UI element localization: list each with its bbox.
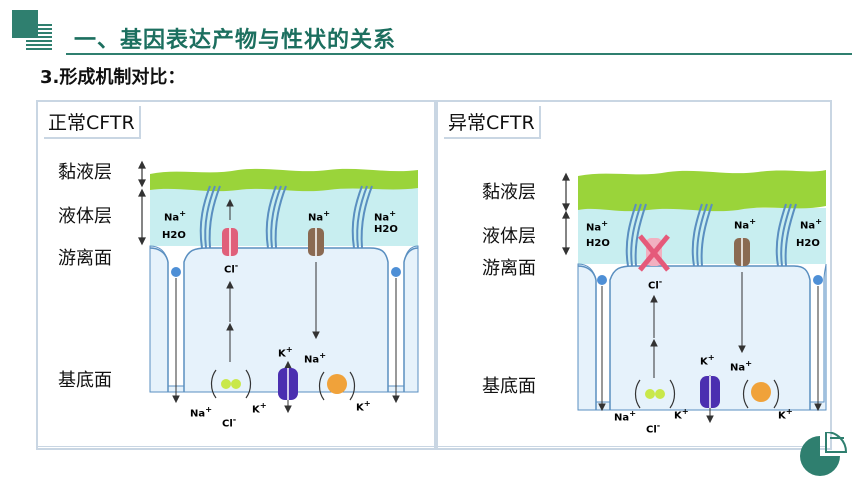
ion-na-mid2: Na+ [304,350,327,366]
layer-label-fluid: 液体层 [482,226,536,247]
ion-h2o-right: H2O [374,224,398,235]
ion-k-bottom1: K+ [252,400,267,416]
layer-label-apical: 游离面 [482,258,536,279]
layer-arrows [562,172,570,256]
ion-na-mid2: Na+ [730,358,753,374]
ion-na-mid: Na+ [308,208,331,224]
ion-na: Na+ [164,208,187,224]
ion-k-top: K+ [700,352,715,368]
header-decoration [12,10,52,52]
layer-label-apical: 游离面 [58,248,112,269]
layer-arrows [138,160,146,246]
ion-na-bottom: Na+ [190,404,213,420]
ion-h2o: H2O [162,230,186,241]
ion-na-mid: Na+ [734,216,757,232]
layer-label-basal: 基底面 [58,370,112,391]
ion-h2o-right: H2O [796,238,820,249]
diagram-normal [149,168,419,414]
layer-label-mucus: 黏液层 [58,162,112,183]
ion-k-bottom1: K+ [674,406,689,422]
layer-label-fluid: 液体层 [58,206,112,227]
layer-label-basal: 基底面 [482,376,536,397]
ion-na-right: Na+ [800,216,823,232]
ion-k-bottom2: K+ [356,398,371,414]
ion-cl: Cl- [648,276,663,292]
ion-k-bottom2: K+ [778,406,793,422]
ion-k-top: K+ [278,344,293,360]
bottom-divider [36,446,826,447]
diagram-abnormal [577,170,827,424]
section-subtitle: 3.形成机制对比： [40,67,186,88]
header-divider [66,53,852,55]
corner-decoration [800,432,848,476]
ion-cl-bottom: Cl- [646,420,661,436]
header: 一、基因表达产物与性状的关系 [0,0,860,64]
panel-title: 异常CFTR [444,106,541,139]
ion-na-right: Na+ [374,208,397,224]
panel-title: 正常CFTR [44,106,141,139]
ion-na: Na+ [586,218,609,234]
layer-label-mucus: 黏液层 [482,182,536,203]
panel-abnormal-cftr: 异常CFTR 黏液层 液体层 游离面 基底面 Na+ H2O Cl- Na+ N… [436,100,832,450]
ion-h2o: H2O [586,238,610,249]
ion-cl-bottom: Cl- [222,414,237,430]
panel-normal-cftr: 正常CFTR 黏液层 液体层 游离面 基底面 Na+ H2O Cl- Na+ N… [36,100,436,450]
ion-na-bottom: Na+ [614,408,637,424]
page-title: 一、基因表达产物与性状的关系 [74,28,397,53]
ion-cl: Cl- [224,260,239,276]
